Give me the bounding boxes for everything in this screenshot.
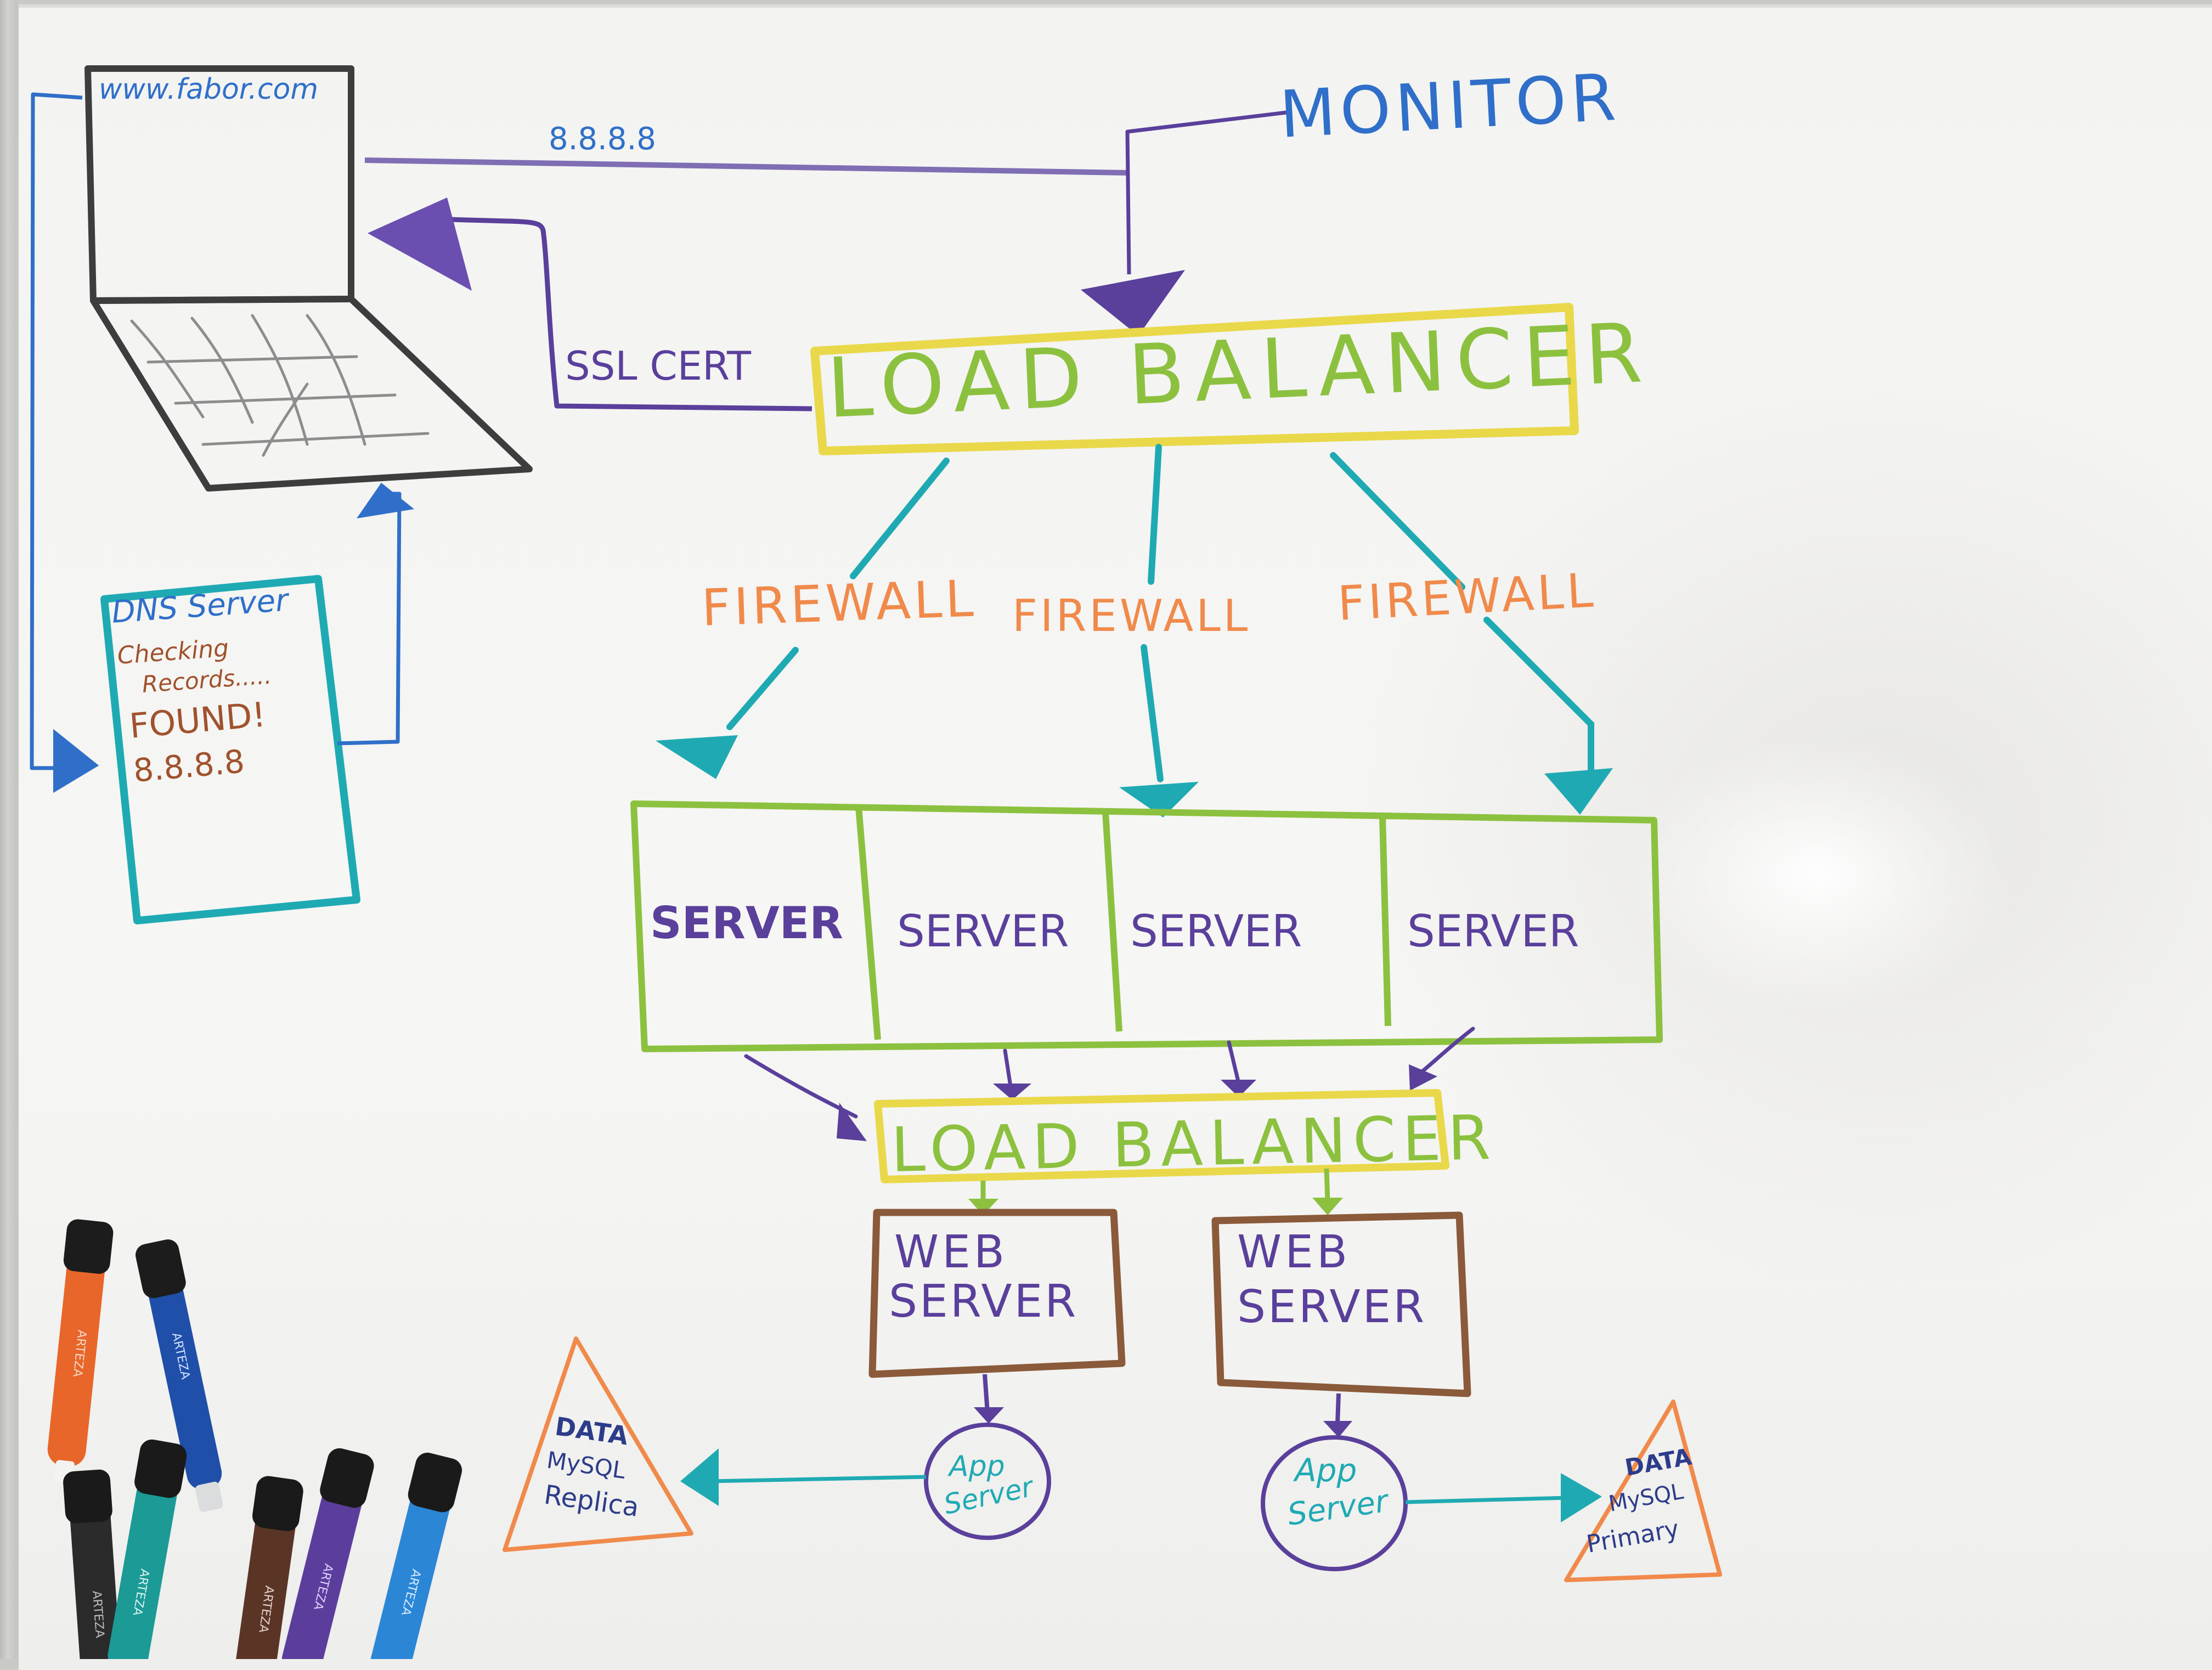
web-server-label-line2: SERVER xyxy=(889,1276,1078,1328)
dns-line-ip: 8.8.8.8 xyxy=(132,743,246,789)
ssl-cert-arrow xyxy=(449,217,812,411)
monitor-label: MONITOR xyxy=(1278,59,1622,153)
server-label: SERVER xyxy=(1130,906,1302,957)
dns-line-found: FOUND! xyxy=(128,695,267,746)
marker-set: ARTEZA ARTEZA ARTEZA ARTEZA ARTEZA xyxy=(47,1219,462,1659)
laptop-icon xyxy=(84,65,533,492)
web-to-app-arrow xyxy=(1335,1393,1341,1424)
marker-brand-label: ARTEZA xyxy=(89,1590,106,1639)
app-server-label-line1: App xyxy=(1293,1452,1357,1489)
arrowhead-icon xyxy=(1119,782,1199,817)
dns-line-records: Records..... xyxy=(141,662,272,698)
dns-to-laptop-arrow xyxy=(337,492,402,746)
firewall-right-label: FIREWALL xyxy=(1336,563,1598,631)
web-server-label-line2: SERVER xyxy=(1237,1281,1426,1333)
db-primary-line2: MySQL xyxy=(1607,1479,1686,1517)
monitor-line xyxy=(1125,110,1287,275)
db-primary-line1: DATA xyxy=(1623,1443,1694,1481)
load-balancer-to-servers-arrows xyxy=(726,444,1594,782)
app-to-replica-arrow xyxy=(707,1475,927,1483)
arrowhead-icon xyxy=(1221,1080,1256,1097)
lb-to-web-server-arrow xyxy=(1324,1168,1330,1203)
db-replica-line2: MySQL xyxy=(545,1446,628,1484)
database-replica-shape xyxy=(503,1336,693,1552)
app-to-primary-arrow xyxy=(1405,1496,1570,1504)
dns-title: DNS Server xyxy=(110,582,291,630)
arrowhead-icon xyxy=(1409,1064,1437,1091)
server-label: SERVER xyxy=(1407,906,1579,957)
url-label: www.fabor.com xyxy=(99,73,318,106)
db-replica-line1: DATA xyxy=(553,1411,630,1451)
web-server-box xyxy=(868,1209,1126,1378)
app-server-label-line2: Server xyxy=(1285,1483,1392,1533)
web-to-app-arrow xyxy=(983,1374,990,1413)
blue-marker-icon: ARTEZA xyxy=(136,1239,223,1512)
dns-line-checking: Checking xyxy=(116,634,229,670)
arrowhead-icon xyxy=(53,729,99,793)
ip-label-top: 8.8.8.8 xyxy=(549,121,656,157)
web-server-label-line1: WEB xyxy=(894,1226,1008,1278)
server-label: SERVER xyxy=(650,898,843,949)
purple-marker-icon: ARTEZA xyxy=(281,1448,374,1659)
firewall-left-label: FIREWALL xyxy=(701,569,978,637)
server-label: SERVER xyxy=(897,906,1069,957)
app-server-node xyxy=(924,1423,1051,1540)
orange-marker-icon: ARTEZA xyxy=(47,1219,114,1483)
arrowhead-icon xyxy=(1561,1473,1602,1522)
firewall-mid-label: FIREWALL xyxy=(1012,590,1250,641)
load-balancer-top-label: LOAD BALANCER xyxy=(825,306,1654,437)
load-balancer-bottom xyxy=(874,1089,1449,1183)
laptop-to-load-balancer-line xyxy=(364,157,1130,176)
arrowhead-icon xyxy=(1544,768,1613,815)
brown-marker-icon: ARTEZA xyxy=(235,1476,303,1659)
web-server-label-line1: WEB xyxy=(1237,1226,1351,1278)
dns-server-box xyxy=(100,575,360,924)
arrowhead-icon xyxy=(680,1448,719,1506)
load-balancer-bottom-label: LOAD BALANCER xyxy=(890,1102,1498,1186)
load-balancer-top xyxy=(810,303,1579,455)
app-server-label-line1: App xyxy=(947,1450,1005,1483)
arrowhead-icon xyxy=(1081,270,1185,336)
arrowhead-icon xyxy=(968,1199,998,1215)
db-replica-line3: Replica xyxy=(542,1479,641,1523)
arrowhead-icon xyxy=(368,198,472,291)
arrowhead-icon xyxy=(974,1407,1004,1424)
laptop-to-dns-arrow xyxy=(30,92,83,770)
arrowhead-icon xyxy=(357,483,414,518)
web-server-box xyxy=(1211,1211,1471,1397)
arrowhead-icon xyxy=(656,735,738,779)
black-marker-icon: ARTEZA xyxy=(63,1469,121,1659)
ssl-cert-label: SSL CERT xyxy=(565,343,752,389)
app-server-node xyxy=(1261,1435,1408,1571)
lightblue-marker-icon: ARTEZA xyxy=(369,1452,462,1659)
db-primary-line3: Primary xyxy=(1584,1515,1681,1559)
database-primary-shape xyxy=(1564,1400,1722,1582)
arrowhead-icon xyxy=(837,1103,867,1141)
server-pool xyxy=(630,800,1663,1052)
arrowhead-icon xyxy=(1312,1198,1343,1215)
teal-marker-icon: ARTEZA xyxy=(108,1439,187,1659)
arrowhead-icon xyxy=(1323,1421,1352,1437)
arrowhead-icon xyxy=(993,1084,1031,1100)
